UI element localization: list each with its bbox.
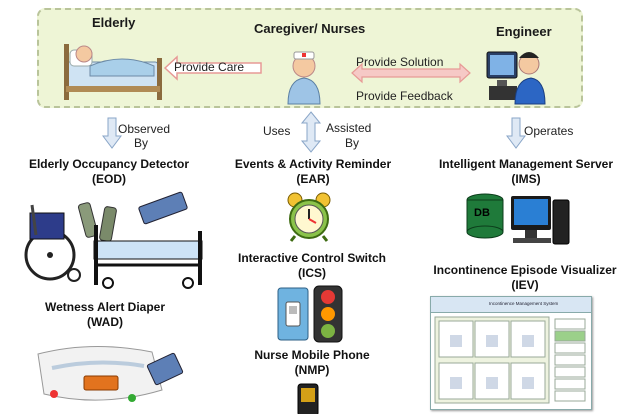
nmp-abbr: (NMP) <box>294 363 330 377</box>
ics-name: Interactive Control Switch <box>237 251 387 265</box>
wad-diaper-icon <box>37 345 184 402</box>
assisted-by-label: By <box>345 136 360 150</box>
role-engineer: Engineer <box>496 24 552 39</box>
nmp-title: Nurse Mobile Phone (NMP) <box>232 348 392 378</box>
ics-abbr: (ICS) <box>298 266 326 280</box>
ims-abbr: (IMS) <box>511 172 541 186</box>
ims-title: Intelligent Management Server (IMS) <box>418 157 634 187</box>
iev-screen-grid <box>434 316 586 404</box>
uses-assisted-arrow <box>300 111 322 153</box>
wad-abbr: (WAD) <box>87 315 123 329</box>
ear-name: Events & Activity Reminder <box>234 157 392 171</box>
ims-name: Intelligent Management Server <box>438 157 614 171</box>
iev-title: Incontinence Episode Visualizer (IEV) <box>416 263 634 293</box>
observed-label: Observed <box>118 122 171 136</box>
nmp-mobile-phone-icon <box>297 383 319 414</box>
solution-feedback-arrow <box>351 62 471 84</box>
iev-screen-title: Incontinence Management System <box>431 297 591 313</box>
iev-abbr: (IEV) <box>511 278 539 292</box>
ics-switch-traffic-light-icon <box>277 285 343 343</box>
iev-screen: Incontinence Management System <box>430 296 592 410</box>
iev-name: Incontinence Episode Visualizer <box>433 263 617 277</box>
ear-abbr: (EAR) <box>296 172 330 186</box>
role-elderly: Elderly <box>92 15 136 30</box>
ics-title: Interactive Control Switch (ICS) <box>222 251 402 281</box>
provide-solution-label: Provide Solution <box>356 55 444 69</box>
eod-equipment-icon <box>24 191 203 289</box>
role-caregiver: Caregiver/ Nurses <box>254 21 366 36</box>
nurse-icon <box>287 51 321 105</box>
ims-server-graphic <box>466 193 570 245</box>
ear-alarm-clock-icon <box>287 192 331 242</box>
assisted-label: Assisted <box>326 121 372 135</box>
wad-title: Wetness Alert Diaper (WAD) <box>20 300 190 330</box>
ims-db-label: DB <box>474 207 490 219</box>
operates-label: Operates <box>524 124 574 138</box>
elderly-bed-icon <box>64 44 162 100</box>
eod-abbr: (EOD) <box>92 172 126 186</box>
eod-name: Elderly Occupancy Detector <box>28 157 190 171</box>
observed-by-label: By <box>134 136 149 150</box>
provide-care-label: Provide Care <box>174 60 245 74</box>
ear-title: Events & Activity Reminder (EAR) <box>218 157 408 187</box>
operates-arrow <box>506 117 526 149</box>
provide-care-arrow <box>163 55 262 81</box>
nmp-name: Nurse Mobile Phone <box>254 348 370 362</box>
uses-label: Uses <box>263 124 291 138</box>
wad-name: Wetness Alert Diaper <box>44 300 166 314</box>
provide-feedback-label: Provide Feedback <box>356 89 453 103</box>
ims-server-icon: DB <box>465 192 575 254</box>
engineer-computer-icon <box>486 51 546 105</box>
eod-title: Elderly Occupancy Detector (EOD) <box>4 157 214 187</box>
observed-by-arrow <box>102 117 122 149</box>
